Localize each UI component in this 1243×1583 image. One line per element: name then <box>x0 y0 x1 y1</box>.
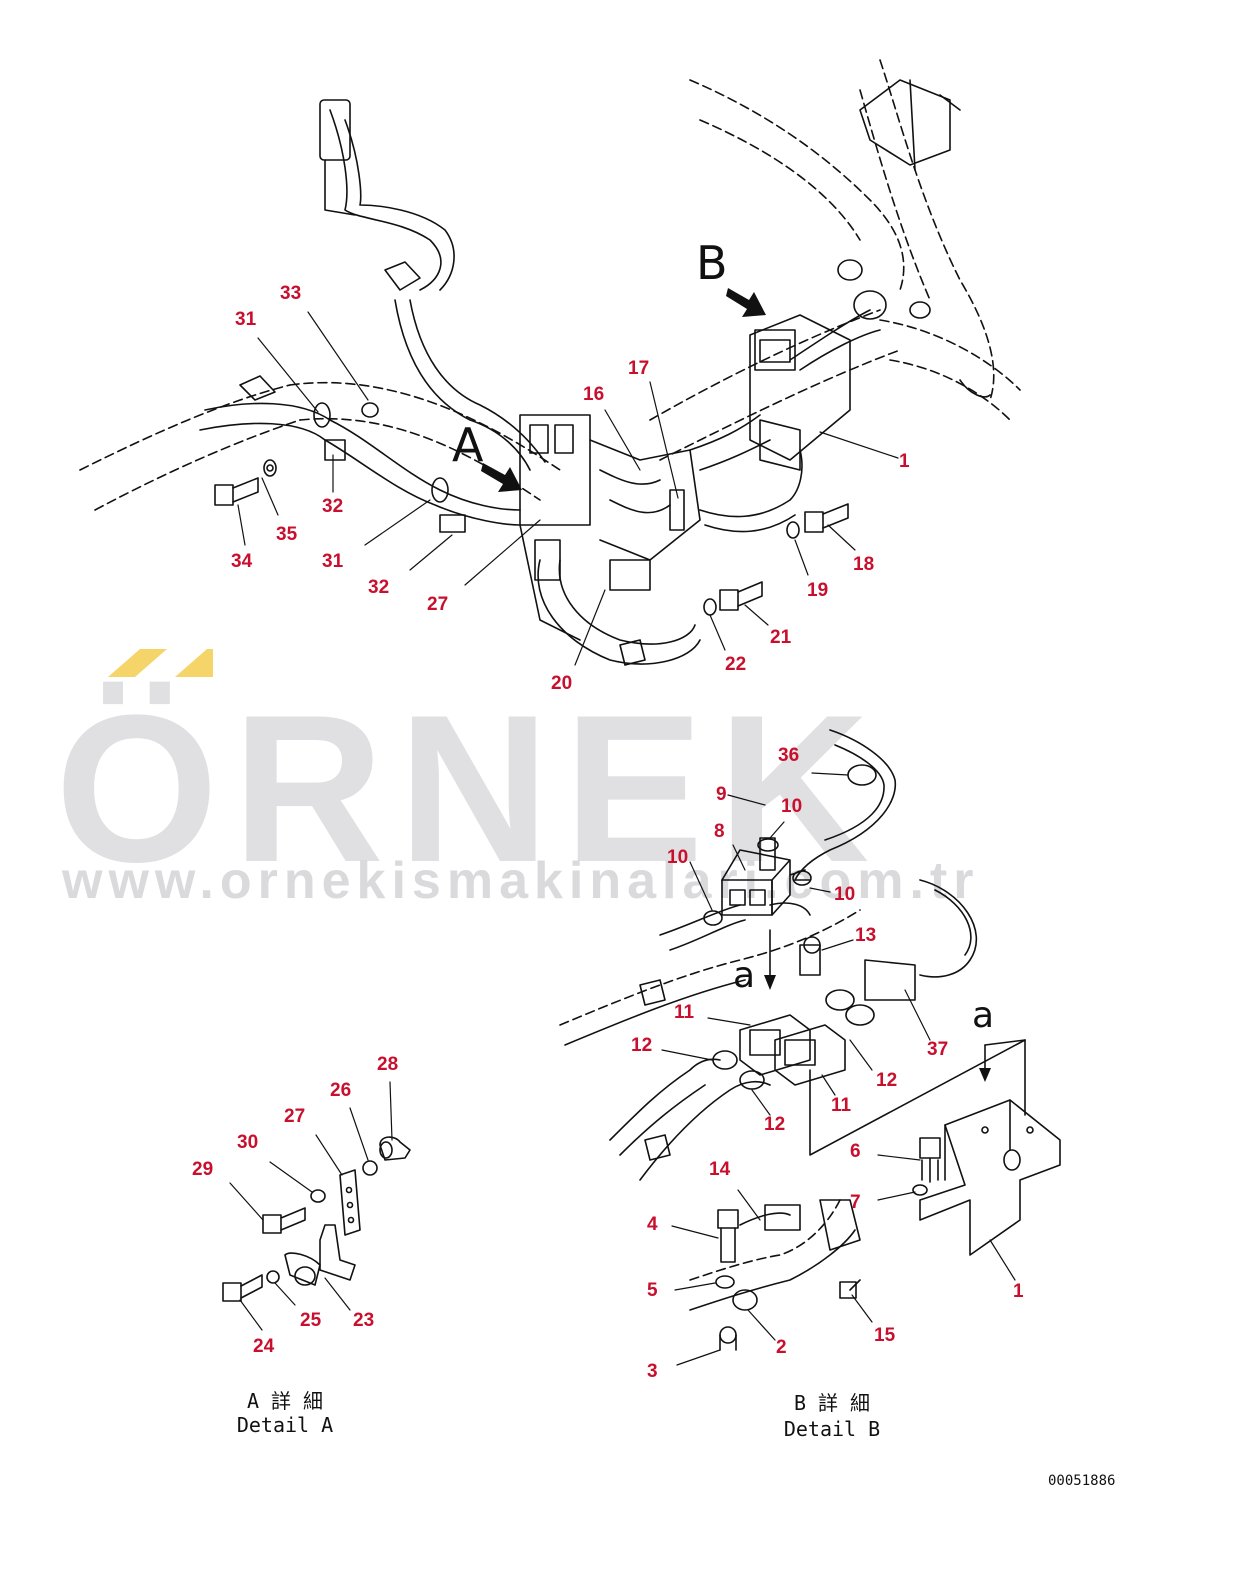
watermark-url: www.ornekismakinalari.com.tr <box>62 852 980 910</box>
detail-a-caption-en: Detail A <box>236 1413 334 1437</box>
main-leaders <box>237 311 899 666</box>
callout: 7 <box>850 1192 861 1213</box>
callout: 35 <box>276 524 298 545</box>
main-fasteners <box>214 402 849 616</box>
callout: 21 <box>770 627 792 648</box>
main-harness <box>199 99 546 526</box>
callout: 1 <box>1013 1281 1024 1302</box>
callout: 32 <box>322 496 344 517</box>
callout: 17 <box>628 358 650 379</box>
callout: 32 <box>368 577 390 598</box>
callout: 6 <box>850 1141 861 1162</box>
detail-b-art <box>559 729 1061 1351</box>
callout: 10 <box>781 796 803 817</box>
detail-b-leaders <box>661 772 1016 1366</box>
callout: 28 <box>377 1054 399 1075</box>
callout: 31 <box>322 551 344 572</box>
callout: 4 <box>647 1214 658 1235</box>
callout: 34 <box>231 551 253 572</box>
view-marker-a-small-2: a <box>972 995 995 1036</box>
callout: 36 <box>778 745 800 766</box>
callout: 23 <box>353 1310 375 1331</box>
document-number: 00051886 <box>1048 1473 1116 1489</box>
callout: 26 <box>330 1080 352 1101</box>
callout: 1 <box>899 451 910 472</box>
view-marker-a-small: a <box>733 955 756 996</box>
callout: 2 <box>776 1337 787 1358</box>
callout: 12 <box>876 1070 898 1091</box>
detail-a-leaders <box>229 1081 393 1331</box>
callout: 16 <box>583 384 605 405</box>
callout: 12 <box>764 1114 786 1135</box>
callout: 22 <box>725 654 747 675</box>
callout: 30 <box>237 1132 259 1153</box>
callout: 29 <box>192 1159 214 1180</box>
junction-block <box>519 414 701 666</box>
callout: 25 <box>300 1310 322 1331</box>
detail-b-caption-jp: B 詳 細 <box>793 1391 871 1415</box>
view-marker-b: B <box>696 236 728 290</box>
callout: 24 <box>253 1336 275 1357</box>
callout: 14 <box>709 1159 731 1180</box>
callout: 5 <box>647 1280 658 1301</box>
callout: 8 <box>714 821 725 842</box>
callout: 37 <box>927 1039 949 1060</box>
callout: 3 <box>647 1361 658 1382</box>
view-marker-a: A <box>452 418 484 472</box>
view-arrows <box>481 288 766 492</box>
callout: 27 <box>284 1106 306 1127</box>
callout: 27 <box>427 594 449 615</box>
right-harness <box>689 79 991 533</box>
callout: 33 <box>280 283 302 304</box>
callout: 18 <box>853 554 875 575</box>
callout: 15 <box>874 1325 896 1346</box>
callout: 31 <box>235 309 257 330</box>
callout: 11 <box>674 1002 695 1023</box>
callout: 20 <box>551 673 573 694</box>
callout: 19 <box>807 580 829 601</box>
callout: 10 <box>667 847 689 868</box>
callout: 11 <box>831 1095 852 1116</box>
callout: 10 <box>834 884 856 905</box>
callout: 9 <box>716 784 727 805</box>
frame-tubes <box>79 59 1021 511</box>
detail-a-art <box>222 1136 411 1302</box>
callout: 12 <box>631 1035 653 1056</box>
callout: 13 <box>855 925 877 946</box>
detail-b-caption-en: Detail B <box>783 1417 881 1441</box>
detail-a-caption-jp: A 詳 細 <box>246 1389 324 1413</box>
watermark-brand: ÖRNEK <box>55 671 884 906</box>
